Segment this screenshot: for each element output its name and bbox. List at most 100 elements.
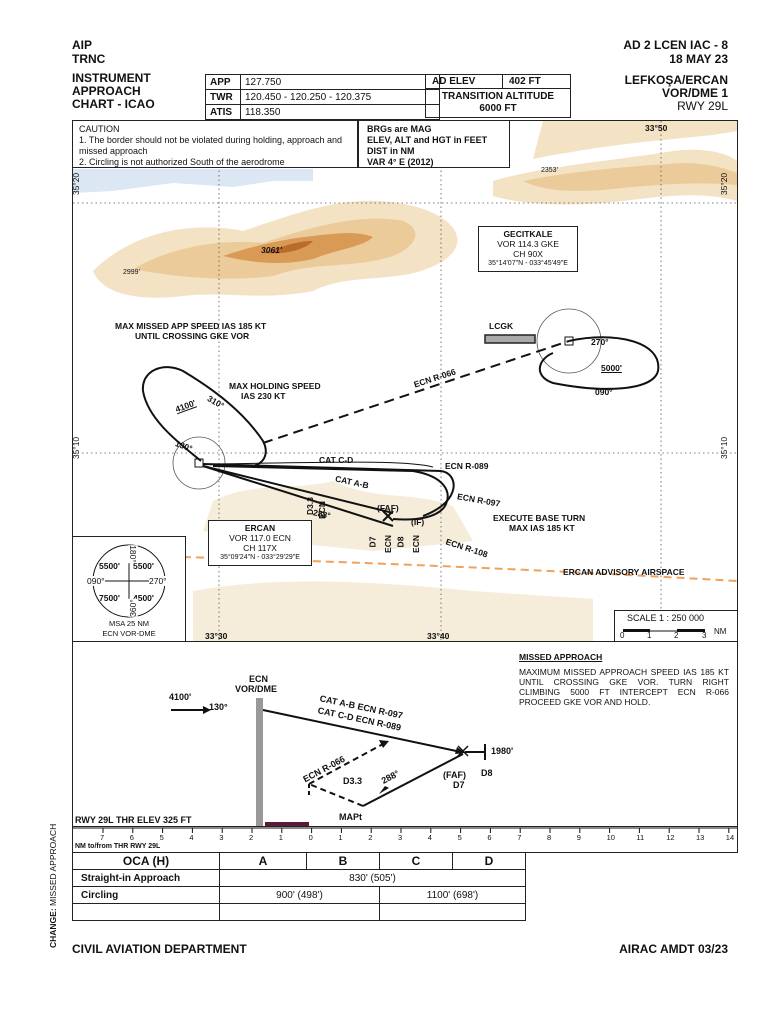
change-note: CHANGE: MISSED APPROACH (48, 824, 58, 948)
profile-view: ECN VOR/DME 4100' 130° CAT A-B ECN R-097… (72, 640, 738, 827)
elevation-box: AD ELEV 402 FT TRANSITION ALTITUDE 6000 … (425, 74, 571, 118)
lon-label-top: 33°50 (645, 123, 668, 133)
d8-label: D8 (395, 536, 406, 548)
ruler-tick-label: 6 (487, 833, 492, 842)
transition-altitude-value: 6000 FT (479, 103, 517, 114)
ecn-station-bar (256, 698, 263, 826)
procedure-name: VOR/DME 1 (661, 86, 728, 100)
caution-line: 2. Circling is not authorized South of t… (79, 157, 285, 167)
units-line: DIST in NM (367, 146, 415, 156)
msa-bearing-090: 090° (87, 576, 105, 586)
ruler-tick-label: 7 (100, 833, 105, 842)
freq-key: APP (205, 74, 241, 90)
profile-mapt-label: MAPt (339, 812, 362, 822)
profile-graphics (171, 698, 486, 826)
ruler-tick-label: 10 (606, 833, 615, 842)
change-text: MISSED APPROACH (48, 823, 58, 909)
spot-height-2353: 2353' (541, 167, 558, 174)
scale-tick-1: 1 (647, 631, 652, 640)
msa-bearing-180: 180° (127, 545, 138, 563)
oca-cat-b: B (306, 852, 380, 870)
profile-faf-marker (457, 745, 469, 757)
ruler-tick-label: 5 (159, 833, 164, 842)
msa-caption-line1: MSA 25 NM (108, 619, 149, 628)
lat-label-left-upper: 35°20 (72, 172, 82, 196)
oca-circling-ab: 900' (498') (219, 886, 380, 904)
ruler-tick-label: 6 (129, 833, 134, 842)
scale-bar (623, 629, 705, 632)
ruler-tick-label: 3 (398, 833, 403, 842)
oca-empty-cell (219, 903, 380, 921)
oca-cat-c: C (379, 852, 453, 870)
ruler-ticks (73, 827, 737, 833)
scale-tick-2: 2 (674, 631, 679, 640)
units-box: BRGs are MAG ELEV, ALT and HGT in FEET D… (358, 120, 510, 168)
profile-d7-label: D7 (453, 780, 465, 790)
scale-tick-3: 3 (702, 631, 707, 640)
navaid-coordinates: 35°09'24"N - 033°29'29"E (220, 554, 300, 561)
msa-diagram: 5500' 5500' 7500' 4500' 090° 270° 180° 3… (72, 536, 186, 642)
oca-empty-cell (72, 903, 220, 921)
lcgk-runway-symbol (484, 334, 536, 344)
change-label: CHANGE: (48, 908, 58, 948)
max-ias-185-label: MAX IAS 185 KT (509, 523, 575, 533)
runway-name: RWY 29L (677, 99, 728, 113)
aip-label: AIP (72, 38, 93, 52)
ecn-d8-label: ECN (410, 535, 421, 553)
ercan-navaid-box: ERCAN VOR 117.0 ECN CH 117X 35°09'24"N -… (208, 520, 312, 566)
profile-alt-1980: 1980' (491, 746, 514, 756)
d7-label: D7 (367, 536, 378, 548)
ruler-tick-label: 7 (517, 833, 522, 842)
lat-label-left-lower: 35°10 (72, 436, 82, 460)
ruler-tick-label: 1 (278, 833, 283, 842)
msa-se-value: 4500' (133, 593, 154, 603)
freq-value: 127.750 (240, 74, 440, 90)
msa-ne-value: 5500' (133, 561, 154, 571)
ruler-tick-label: 0 (308, 833, 313, 842)
missed-approach-track (262, 340, 570, 444)
lat-label-right-upper: 35°20 (719, 172, 730, 196)
chart-title-line: CHART - ICAO (72, 97, 155, 111)
footer-amendment: AIRAC AMDT 03/23 (619, 942, 728, 956)
msa-bearing-360: 360° (127, 599, 138, 617)
ecn-d7-label: ECN (382, 535, 393, 553)
gke-090-label: 090° (595, 387, 613, 397)
ruler-tick-label: 3 (219, 833, 224, 842)
max-holding-speed-label: MAX HOLDING SPEED (229, 381, 321, 391)
lcgk-label: LCGK (489, 321, 514, 331)
ruler-tick-label: 8 (547, 833, 552, 842)
header-right: AD 2 LCEN IAC - 8 18 MAY 23 (623, 38, 728, 66)
scale-tick-0: 0 (620, 631, 625, 640)
msa-caption-line2: ECN VOR-DME (102, 629, 156, 638)
profile-course-130: 130° (209, 702, 228, 712)
page-reference: AD 2 LCEN IAC - 8 (623, 38, 728, 52)
freq-value: 120.450 - 120.250 - 120.375 (240, 89, 440, 105)
profile-d8-label: D8 (481, 768, 493, 778)
faf-label: (FAF) (377, 503, 399, 513)
ruler-tick-label: 2 (249, 833, 254, 842)
freq-key: ATIS (205, 104, 241, 120)
ruler-tick-label: 4 (427, 833, 432, 842)
oca-straight-label: Straight-in Approach (72, 869, 220, 887)
msa-nw-value: 5500' (99, 561, 120, 571)
until-gke-label: UNTIL CROSSING GKE VOR (135, 331, 250, 341)
ias-230-label: IAS 230 KT (241, 391, 286, 401)
freq-key: TWR (205, 89, 241, 105)
profile-alt-4100: 4100' (169, 692, 192, 702)
caution-title: CAUTION (79, 124, 120, 134)
transition-altitude-label: TRANSITION ALTITUDE (441, 91, 555, 102)
navaid-channel: CH 90X (513, 249, 543, 259)
oca-cat-a: A (219, 852, 307, 870)
navaid-channel: CH 117X (243, 543, 277, 553)
gke-holding-pattern (538, 336, 660, 390)
ruler-caption: NM to/from THR RWY 29L (75, 843, 161, 850)
oca-circling-cd: 1100' (698') (379, 886, 526, 904)
chart-type-title: INSTRUMENT APPROACH CHART - ICAO (72, 72, 155, 111)
missed-approach-text: MAXIMUM MISSED APPROACH SPEED IAS 185 KT… (519, 667, 729, 707)
scale-box: SCALE 1 : 250 000 0 1 2 3 NM (614, 610, 738, 642)
units-line: BRGs are MAG (367, 124, 432, 134)
profile-station-type: VOR/DME (235, 684, 278, 694)
gecitkale-navaid-box: GECITKALE VOR 114.3 GKE CH 90X 35°14'07"… (478, 226, 578, 272)
missed-approach-heading: MISSED APPROACH (519, 652, 603, 662)
